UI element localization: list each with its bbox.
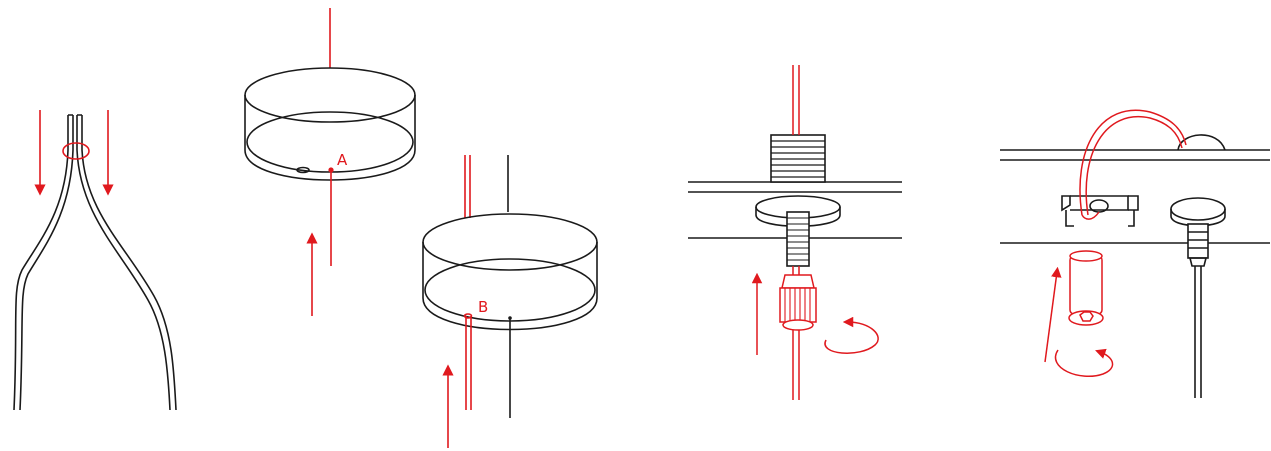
step-1-arrows — [34, 110, 114, 196]
step-3-cable-and-cap — [751, 65, 879, 400]
step-4-panel — [1000, 134, 1270, 398]
hex-screw-icon — [1069, 255, 1103, 315]
step-4-hex-screw — [1044, 250, 1114, 378]
rotate-arrow-screw-icon — [1054, 348, 1114, 378]
step-1-cable-split — [13, 114, 177, 411]
label-b: B — [478, 298, 488, 316]
step-3-cable-gland — [688, 134, 902, 267]
label-a: A — [337, 151, 348, 169]
step-2-puck-b — [422, 155, 598, 331]
step-2-puck-a — [244, 8, 416, 181]
rotate-arrow-icon — [824, 316, 879, 354]
up-arrow-screw — [1044, 266, 1062, 363]
step-2-puck-b-insert — [442, 313, 512, 448]
step-2-puck-a-insert — [306, 167, 334, 316]
step-4-cable-loop — [1079, 109, 1187, 220]
ring-marker-icon — [62, 142, 90, 160]
